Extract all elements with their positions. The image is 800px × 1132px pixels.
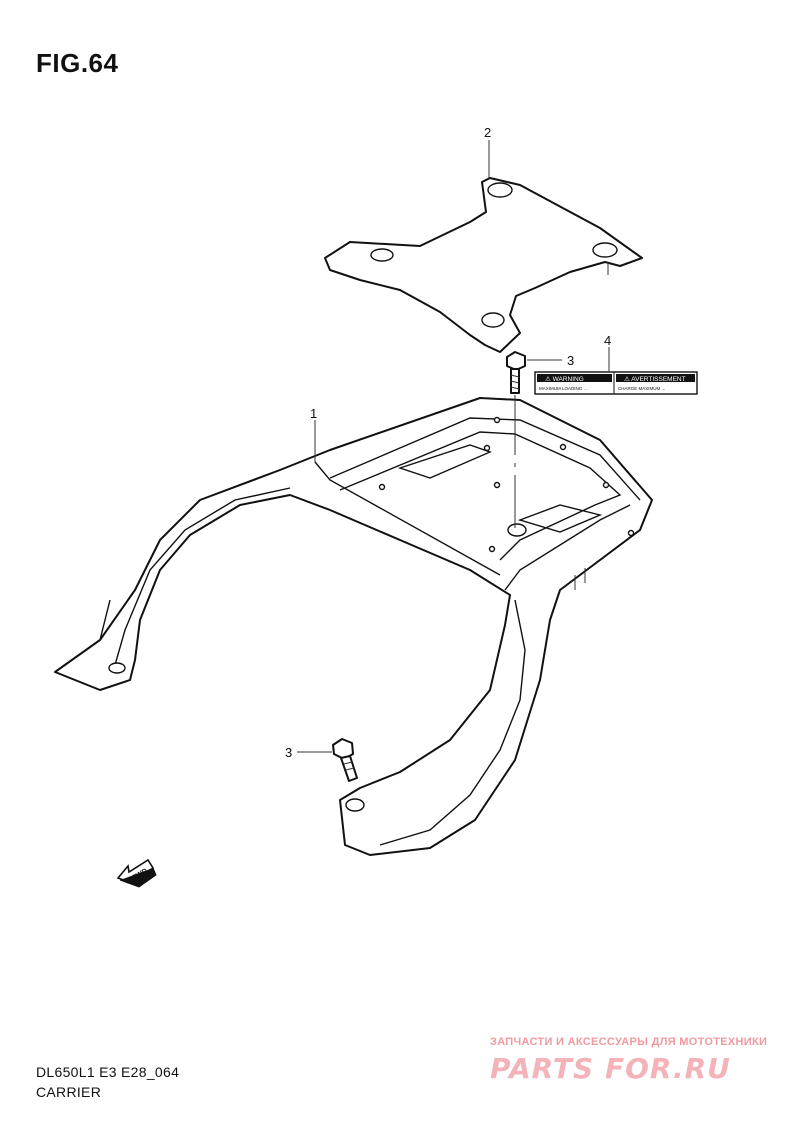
callout-label: 4 [604, 333, 611, 348]
carrier-frame-part[interactable] [54, 397, 653, 856]
model-code: DL650L1 E3 E28_064 [36, 1064, 180, 1080]
warning-label-part[interactable]: ⚠ WARNING ⚠ AVERTISSEMENT MAXIMUM LOADIN… [534, 371, 698, 395]
leader-lines [297, 140, 610, 753]
label-left-text: ⚠ WARNING [545, 375, 584, 383]
base-plate-part[interactable] [324, 177, 643, 353]
callout-bolt-lower: 3 [285, 745, 292, 760]
bolt-upper-part[interactable] [506, 351, 526, 528]
callout-base-plate: 2 [484, 125, 491, 140]
fwd-arrow-icon: FWD [116, 858, 157, 888]
label-left-small: MAXIMUM LOADING ... [539, 386, 587, 391]
callout-carrier: 1 [310, 406, 317, 421]
section-name: CARRIER [36, 1084, 102, 1100]
label-right-text: ⚠ AVERTISSEMENT [624, 375, 686, 383]
watermark-logo: PARTS FOR.RU [490, 1052, 731, 1085]
figure-title: FIG.64 [36, 48, 119, 78]
watermark-tagline: ЗАПЧАСТИ И АКСЕССУАРЫ ДЛЯ МОТОТЕХНИКИ [490, 1036, 768, 1048]
label-right-small: CHARGE MAXIMUM ... [618, 386, 665, 391]
bolt-lower-part[interactable] [332, 738, 358, 782]
callout-bolt-upper: 3 [567, 353, 574, 368]
